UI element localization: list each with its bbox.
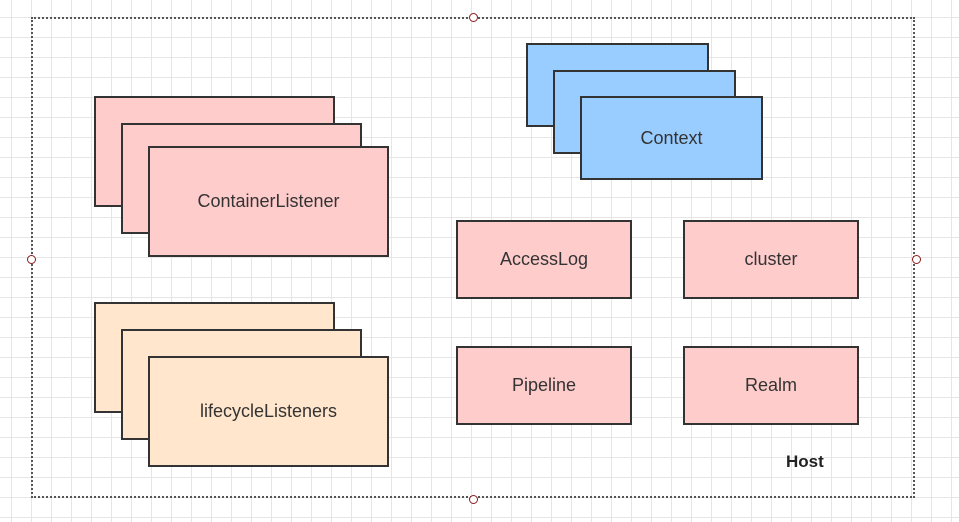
pipeline-label: Pipeline <box>511 375 577 395</box>
context-label: Context <box>640 127 703 148</box>
resize-handle-top[interactable] <box>469 13 478 22</box>
cluster-label: cluster <box>744 249 798 269</box>
container-listener-label: ContainerListener <box>197 191 340 211</box>
resize-handle-left[interactable] <box>27 255 36 264</box>
access-log-box[interactable]: AccessLog <box>456 220 632 299</box>
access-log-label: AccessLog <box>499 249 589 269</box>
resize-handle-right[interactable] <box>912 255 921 264</box>
cluster-box[interactable]: cluster <box>683 220 859 299</box>
context-box[interactable]: Context <box>580 96 763 180</box>
resize-handle-bottom[interactable] <box>469 495 478 504</box>
realm-box[interactable]: Realm <box>683 346 859 425</box>
lifecycle-listeners-box[interactable]: lifecycleListeners <box>148 356 389 467</box>
container-listener-box[interactable]: ContainerListener <box>148 146 389 257</box>
lifecycle-listeners-label: lifecycleListeners <box>199 401 338 421</box>
pipeline-box[interactable]: Pipeline <box>456 346 632 425</box>
realm-label: Realm <box>744 375 797 395</box>
host-label: Host <box>786 452 824 471</box>
